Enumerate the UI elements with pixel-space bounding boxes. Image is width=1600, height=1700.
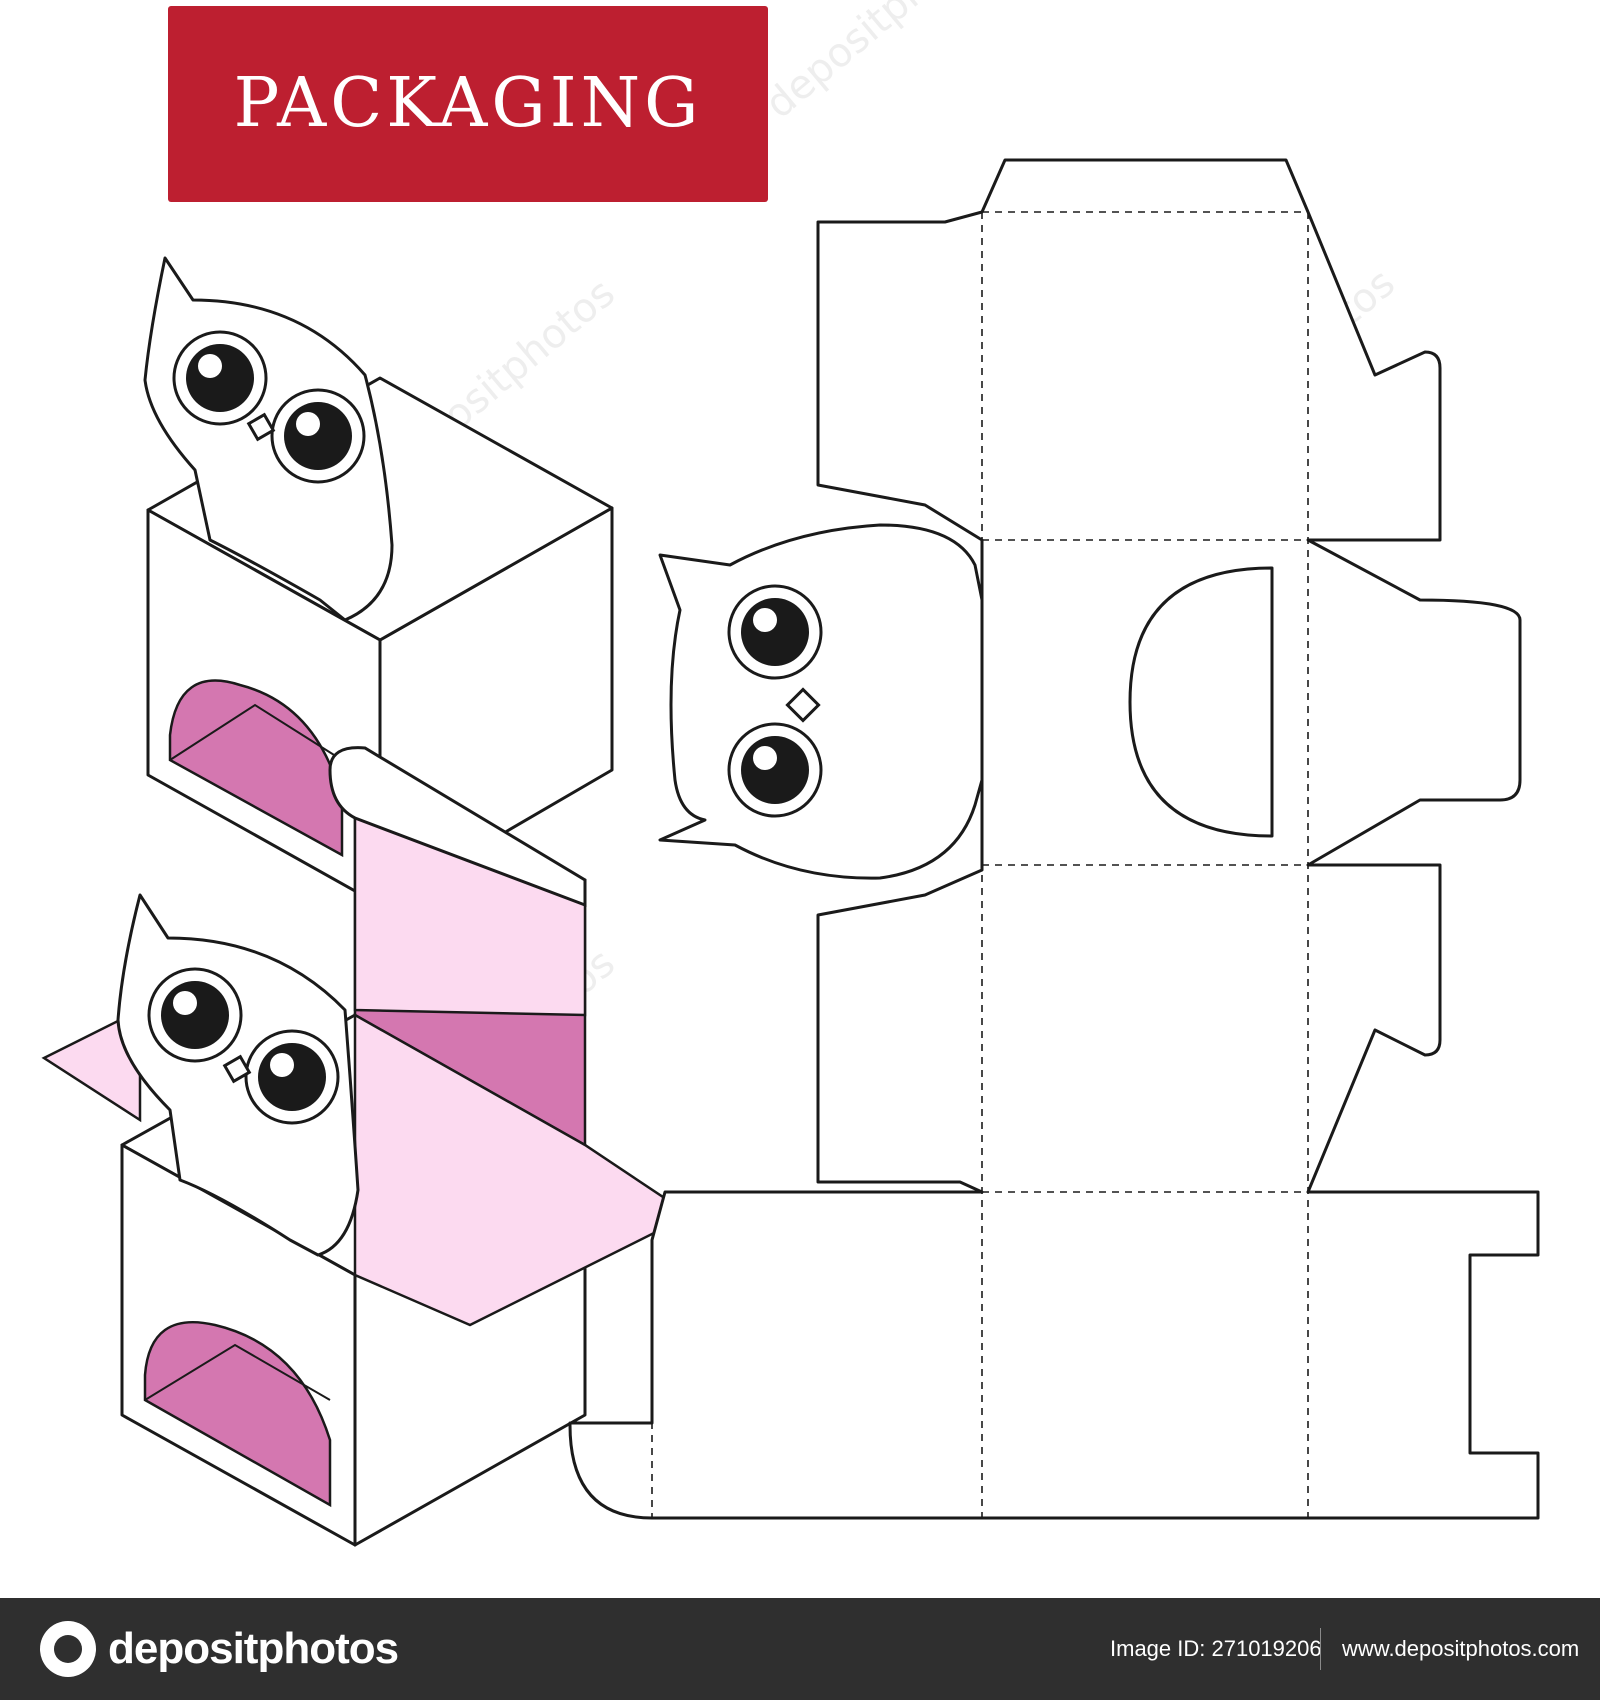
box2-window-opening: [143, 1320, 332, 1508]
owl-head-shape: [658, 523, 984, 880]
assembled-box-illustration: [41, 256, 693, 1547]
owl-eye-icon: [244, 1029, 340, 1125]
owl-beak-icon: [222, 1054, 252, 1084]
owl-eye-icon: [147, 967, 243, 1063]
owl-flap-upper: [143, 256, 394, 622]
watermark-text: depositphotos: [757, 0, 1004, 128]
dieline-template: [568, 158, 1540, 1520]
box-top-lid-roll: [328, 746, 587, 908]
title-banner-background: [168, 6, 768, 202]
owl-eye-icon: [270, 388, 366, 484]
owl-flap-lower: [116, 893, 360, 1257]
dieline-window-cut: [1128, 566, 1274, 838]
page-title: PACKAGING: [234, 64, 703, 143]
owl-eye-icon: [727, 584, 823, 680]
box-interior-floor: [353, 1012, 693, 1327]
footer-url: www.depositphotos.com: [1342, 1636, 1580, 1661]
owl-eye-icon: [172, 330, 268, 426]
box2-window-inner-edge: [144, 1343, 331, 1401]
footer-separator: [1320, 1628, 1321, 1670]
owl-beak-icon: [246, 412, 276, 442]
owl-beak-icon: [785, 687, 821, 723]
footer-image-id: Image ID: 271019206: [1110, 1636, 1322, 1661]
footer-brand: depositphotos: [108, 1624, 399, 1673]
owl-eye-icon: [727, 722, 823, 818]
box-window-inner-edge: [169, 703, 343, 761]
camera-logo-icon: [40, 1621, 96, 1677]
dieline-outer-cut: [568, 158, 1540, 1520]
owl-dieline-flap: [658, 523, 984, 880]
footer-bar: depositphotos Image ID: 271019206 www.de…: [0, 1598, 1600, 1700]
title-banner: PACKAGING: [168, 6, 768, 202]
packaging-illustration: PACKAGING depositphotos depositphotos de…: [41, 0, 1540, 1547]
